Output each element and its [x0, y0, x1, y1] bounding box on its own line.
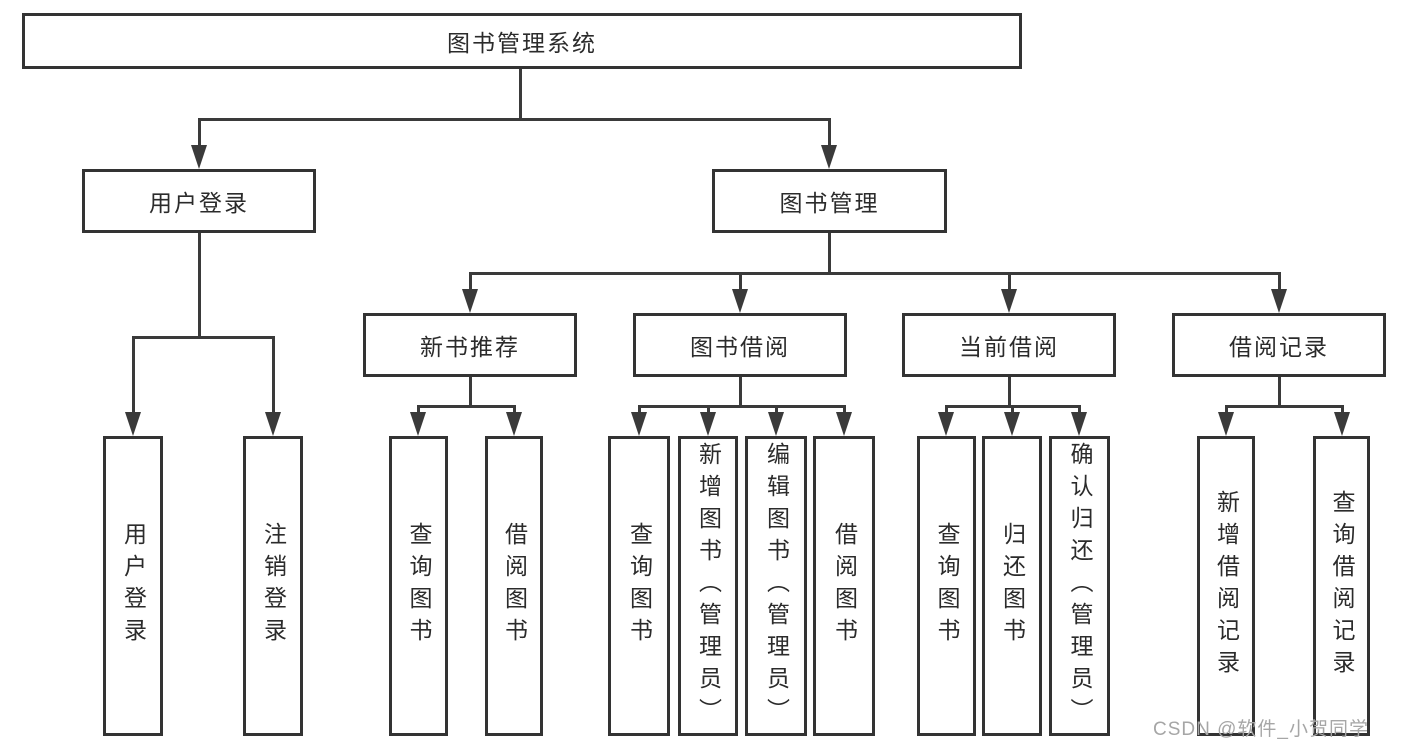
arrow-down-icon	[462, 289, 478, 313]
connector-line	[198, 118, 831, 121]
node-root: 图书管理系统	[22, 13, 1022, 69]
leaf-add-book-admin: 新增图书（管理员）	[678, 436, 738, 736]
leaf-query-book-3: 查询图书	[917, 436, 976, 736]
connector-line	[513, 405, 516, 415]
leaf-borrow-book-2: 借阅图书	[813, 436, 875, 736]
connector-line	[1078, 405, 1081, 415]
connector-line	[843, 405, 846, 415]
connector-line	[828, 118, 831, 150]
connector-line	[198, 233, 201, 339]
connector-line	[1278, 272, 1281, 294]
connector-line	[775, 405, 778, 415]
connector-line	[1225, 405, 1228, 415]
arrow-down-icon	[410, 412, 426, 436]
connector-line	[1225, 405, 1343, 408]
arrow-down-icon	[1271, 289, 1287, 313]
node-borrow-record: 借阅记录	[1172, 313, 1386, 377]
connector-line	[707, 405, 710, 415]
connector-line	[739, 377, 742, 408]
connector-line	[272, 336, 275, 416]
connector-line	[638, 405, 846, 408]
arrow-down-icon	[631, 412, 647, 436]
connector-line	[198, 118, 201, 150]
node-new-book-recommend: 新书推荐	[363, 313, 577, 377]
node-user-login: 用户登录	[82, 169, 316, 233]
connector-line	[417, 405, 420, 415]
connector-line	[519, 69, 522, 121]
arrow-down-icon	[732, 289, 748, 313]
connector-line	[1011, 405, 1014, 415]
arrow-down-icon	[821, 145, 837, 169]
arrow-down-icon	[1001, 289, 1017, 313]
connector-line	[132, 336, 135, 416]
connector-line	[945, 405, 948, 415]
connector-line	[132, 336, 275, 339]
connector-line	[469, 272, 472, 294]
connector-line	[469, 377, 472, 408]
connector-line	[1008, 377, 1011, 408]
arrow-down-icon	[1218, 412, 1234, 436]
watermark: CSDN @软件_小贺同学	[1153, 719, 1369, 740]
connector-line	[828, 233, 831, 275]
leaf-add-borrow-record: 新增借阅记录	[1197, 436, 1255, 736]
arrow-down-icon	[1071, 412, 1087, 436]
connector-line	[469, 272, 1281, 275]
leaf-borrow-book-1: 借阅图书	[485, 436, 543, 736]
leaf-logout: 注销登录	[243, 436, 303, 736]
connector-line	[1278, 377, 1281, 408]
leaf-user-login: 用户登录	[103, 436, 163, 736]
node-book-borrow: 图书借阅	[633, 313, 847, 377]
arrow-down-icon	[938, 412, 954, 436]
leaf-query-book-2: 查询图书	[608, 436, 670, 736]
connector-line	[417, 405, 516, 408]
arrow-down-icon	[700, 412, 716, 436]
arrow-down-icon	[1004, 412, 1020, 436]
arrow-down-icon	[125, 412, 141, 436]
arrow-down-icon	[265, 412, 281, 436]
connector-line	[1341, 405, 1344, 415]
leaf-edit-book-admin: 编辑图书（管理员）	[745, 436, 807, 736]
leaf-return-book: 归还图书	[982, 436, 1042, 736]
arrow-down-icon	[506, 412, 522, 436]
leaf-query-book-1: 查询图书	[389, 436, 448, 736]
node-book-management: 图书管理	[712, 169, 947, 233]
leaf-confirm-return-admin: 确认归还（管理员）	[1049, 436, 1110, 736]
node-current-borrow: 当前借阅	[902, 313, 1116, 377]
connector-line	[638, 405, 641, 415]
leaf-query-borrow-record: 查询借阅记录	[1313, 436, 1370, 736]
connector-line	[739, 272, 742, 294]
arrow-down-icon	[768, 412, 784, 436]
arrow-down-icon	[1334, 412, 1350, 436]
connector-line	[1008, 272, 1011, 294]
arrow-down-icon	[836, 412, 852, 436]
arrow-down-icon	[191, 145, 207, 169]
